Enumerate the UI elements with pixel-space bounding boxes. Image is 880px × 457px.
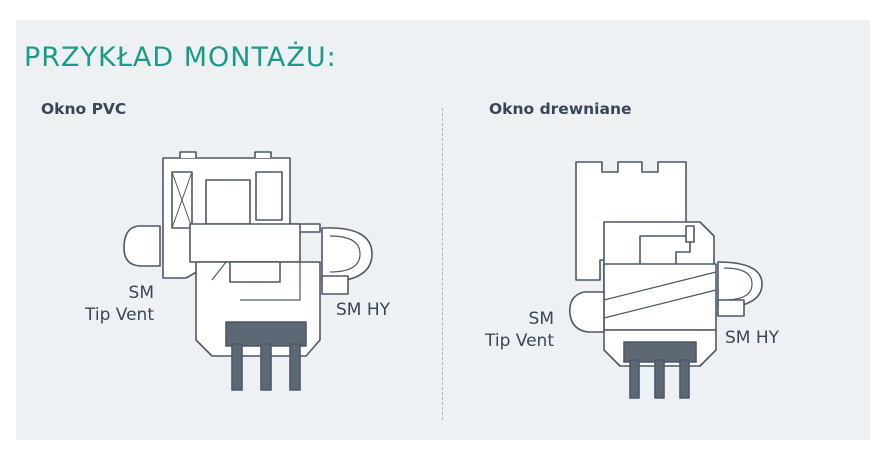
wood-fin-3 <box>679 359 690 399</box>
pvc-lug-right <box>254 151 272 158</box>
wood-label-sm: SM <box>528 309 554 329</box>
pvc-sm-hy-inner <box>329 235 361 273</box>
pvc-lug-left <box>179 151 197 158</box>
wood-label-sm-tip-vent: SM Tip Vent <box>460 308 554 352</box>
pvc-fin-2 <box>260 343 272 391</box>
wood-label-sm-hy: SM HY <box>725 328 780 348</box>
wood-frame-body <box>603 263 717 331</box>
wood-label-tip-vent: Tip Vent <box>485 331 554 351</box>
wood-gasket <box>685 225 695 243</box>
pvc-vent-bar <box>225 321 307 347</box>
pvc-frame-slot <box>229 261 281 283</box>
wood-vent-bar <box>623 341 697 363</box>
pvc-label-sm: SM <box>128 283 154 303</box>
pvc-label-tip-vent: Tip Vent <box>85 305 154 325</box>
pvc-fin-3 <box>289 343 301 391</box>
page-title: PRZYKŁAD MONTAŻU: <box>24 42 337 73</box>
pvc-label-sm-tip-vent: SM Tip Vent <box>60 282 154 326</box>
pvc-tip-vent-hood <box>123 225 161 267</box>
pvc-section-title: Okno PVC <box>41 100 127 118</box>
wood-frame-band <box>603 271 717 319</box>
wood-tip-vent-hood <box>568 291 605 333</box>
wood-fin-2 <box>654 359 665 399</box>
pvc-fin-1 <box>231 343 243 391</box>
wood-sm-hy-inner <box>723 267 753 301</box>
wood-sm-hy-clip <box>717 299 745 317</box>
section-divider <box>442 108 443 420</box>
pvc-sm-hy-clip <box>321 275 349 295</box>
wood-section-title: Okno drewniane <box>489 100 632 118</box>
pvc-label-sm-hy: SM HY <box>336 300 391 320</box>
pvc-chamber-2 <box>205 179 251 225</box>
pvc-chamber-hatch <box>171 171 193 229</box>
pvc-frame-inner <box>211 261 301 301</box>
wood-fin-1 <box>629 359 640 399</box>
pvc-chamber-3 <box>255 171 283 221</box>
